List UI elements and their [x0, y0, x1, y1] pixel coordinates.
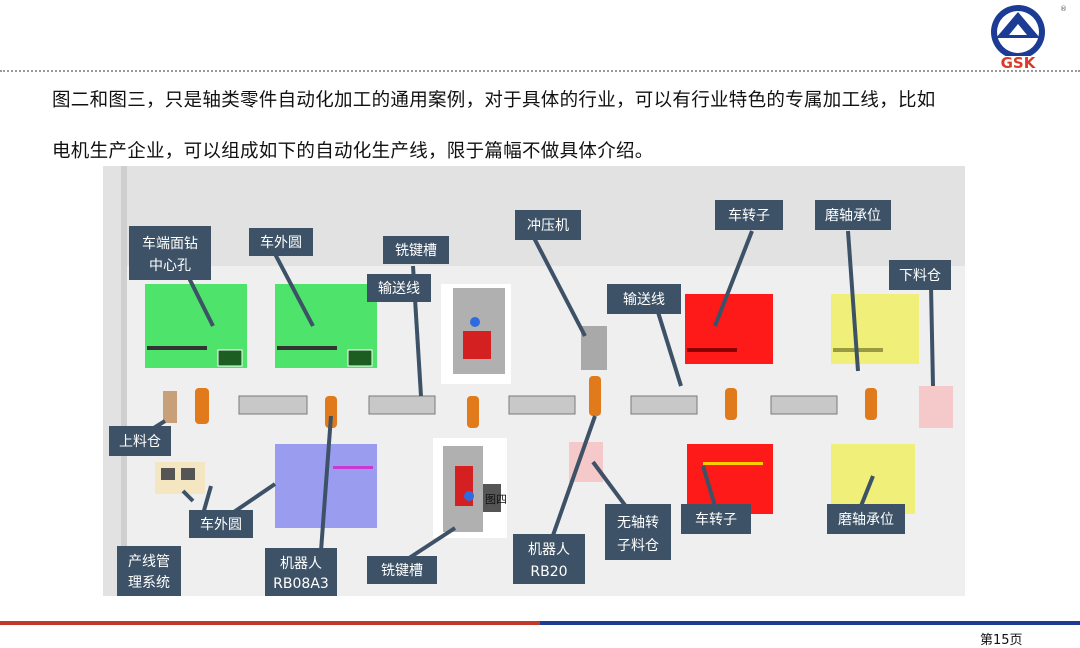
machine-turn-outer-top: [275, 284, 377, 368]
callout-keyway-top-text: 铣键槽: [395, 243, 437, 259]
callout-robot-a-line1: 机器人: [280, 556, 322, 572]
callout-load-text: 上料仓: [119, 434, 161, 450]
callout-grind-bottom-text: 磨轴承位: [838, 512, 894, 528]
callout-face-drill-line2: 中心孔: [149, 258, 191, 274]
callout-load: 上料仓: [109, 426, 171, 456]
machine-grind-top: [831, 294, 919, 364]
gsk-logo: GSK ®: [982, 5, 1067, 70]
header-divider: [0, 70, 1080, 72]
callout-unload-text: 下料仓: [899, 268, 941, 284]
mgmt-system-unit: [155, 462, 205, 494]
callout-face-drill-line1: 车端面钻: [142, 235, 198, 252]
machine-keyway-bottom: [433, 438, 507, 538]
unload-bin: [919, 386, 953, 428]
callout-face-drill: 车端面钻 中心孔: [129, 226, 211, 280]
load-bin: [163, 391, 177, 423]
logo-text: GSK: [1001, 54, 1037, 70]
figure-tag: 图四: [485, 493, 507, 506]
callout-turn-outer-top-text: 车外圆: [260, 234, 302, 251]
callout-keyway-top: 铣键槽: [383, 236, 449, 264]
callout-shaftless-line2: 子料仓: [617, 538, 659, 554]
callout-conveyor-left-text: 输送线: [378, 281, 420, 297]
footer-bar-red: [0, 621, 540, 625]
paragraph-line-2: 电机生产企业，可以组成如下的自动化生产线，限于篇幅不做具体介绍。: [52, 141, 654, 162]
page-number: 第15页: [980, 633, 1023, 648]
registered-mark: ®: [1060, 5, 1067, 13]
callout-press: 冲压机: [515, 210, 581, 240]
callout-robot-b-line1: 机器人: [528, 542, 570, 558]
callout-mgmt-system: 产线管 理系统: [117, 546, 181, 596]
callout-robot-rb08a3: 机器人 RB08A3: [265, 548, 337, 596]
machine-keyway-top: [441, 284, 511, 384]
callout-grind-top: 磨轴承位: [815, 200, 891, 230]
production-line-figure: 图四 车端面钻 中心孔 车外: [103, 166, 965, 596]
callout-keyway-bottom-text: 铣键槽: [381, 563, 423, 579]
callout-mgmt-line1: 产线管: [128, 554, 170, 570]
callout-keyway-bottom: 铣键槽: [367, 556, 437, 584]
callout-robot-a-line2: RB08A3: [273, 576, 329, 592]
conveyor-group: [238, 395, 838, 415]
callout-conveyor-left: 输送线: [367, 274, 431, 302]
robot-group: [195, 376, 877, 428]
footer-bar-blue: [540, 621, 1080, 625]
callout-rotor-bottom: 车转子: [681, 504, 751, 534]
callout-grind-top-text: 磨轴承位: [825, 208, 881, 224]
callout-rotor-top: 车转子: [715, 200, 783, 230]
callout-unload: 下料仓: [889, 260, 951, 290]
callout-turn-outer-bottom: 车外圆: [189, 510, 253, 538]
callout-conveyor-right: 输送线: [607, 284, 681, 314]
machine-rotor-bottom: [687, 444, 773, 514]
callout-rotor-bottom-text: 车转子: [695, 511, 737, 528]
machine-face-drill: [145, 284, 247, 368]
callout-conveyor-right-text: 输送线: [623, 292, 665, 308]
callout-press-text: 冲压机: [527, 218, 569, 234]
production-line-diagram: 图四 车端面钻 中心孔 车外: [103, 166, 965, 596]
paragraph-line-1: 图二和图三，只是轴类零件自动化加工的通用案例，对于具体的行业，可以有行业特色的专…: [52, 90, 936, 111]
callout-turn-outer-bottom-text: 车外圆: [200, 516, 242, 533]
machine-rotor-top: [685, 294, 773, 364]
callout-robot-rb20: 机器人 RB20: [513, 534, 585, 584]
callout-shaftless-bin: 无轴转 子料仓: [605, 504, 671, 560]
callout-grind-bottom: 磨轴承位: [827, 504, 905, 534]
callout-rotor-top-text: 车转子: [728, 207, 770, 224]
callout-robot-b-line2: RB20: [530, 564, 567, 580]
callout-mgmt-line2: 理系统: [128, 575, 170, 591]
callout-turn-outer-top: 车外圆: [249, 228, 313, 256]
callout-shaftless-line1: 无轴转: [617, 515, 659, 531]
